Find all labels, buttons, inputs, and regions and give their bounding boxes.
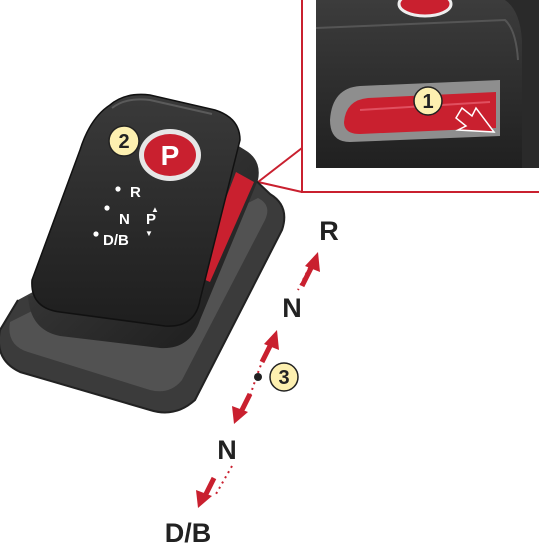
- callout-3-label: 3: [278, 367, 289, 389]
- callout-2-label: 2: [118, 131, 129, 153]
- position-label-db: D/B: [103, 232, 129, 249]
- base-plate-outline: [0, 174, 286, 414]
- arrow-up-to-r: [299, 252, 320, 288]
- indicator-down-arrow: ▼: [145, 229, 153, 238]
- park-button-face: [144, 134, 196, 176]
- press-arrow: [455, 106, 496, 133]
- arrow-up-to-n: [259, 330, 279, 364]
- position-dot-db: [93, 231, 99, 237]
- callout-3: 3: [269, 362, 299, 392]
- callout-1-label: 1: [422, 91, 433, 113]
- inset-leader: [257, 147, 303, 193]
- position-label-r: R: [130, 184, 141, 201]
- position-dot-r: [115, 186, 121, 192]
- shift-label-db: D/B: [165, 518, 212, 548]
- selector-knob: P 2 R N P ▲ ▼ D/B: [28, 93, 259, 349]
- callout-1: 1: [413, 86, 443, 116]
- inset-detail: 1: [301, 0, 539, 193]
- shift-label-n-lower: N: [217, 435, 237, 465]
- shift-sequence: R N 3 N D/B: [165, 216, 339, 548]
- position-indicator: R N P ▲ ▼ D/B: [93, 184, 159, 249]
- position-dot-n: [104, 205, 110, 211]
- arrow-down-to-db: [196, 476, 217, 508]
- position-label-n: N: [119, 211, 130, 228]
- indicator-up-arrow: ▲: [151, 205, 159, 214]
- shift-label-n-upper: N: [282, 293, 302, 323]
- shift-label-r: R: [319, 216, 339, 246]
- inset-park-button-edge: [397, 0, 453, 18]
- neutral-start-dot: [254, 373, 262, 381]
- arrow-down-to-n: [232, 392, 253, 424]
- knob-top-highlight: [111, 98, 213, 115]
- park-button[interactable]: P: [139, 129, 201, 181]
- park-button-label: P: [161, 140, 180, 171]
- callout-2: 2: [108, 125, 140, 157]
- inset-highlight: [315, 18, 519, 61]
- indicator-label-p: P: [146, 211, 156, 228]
